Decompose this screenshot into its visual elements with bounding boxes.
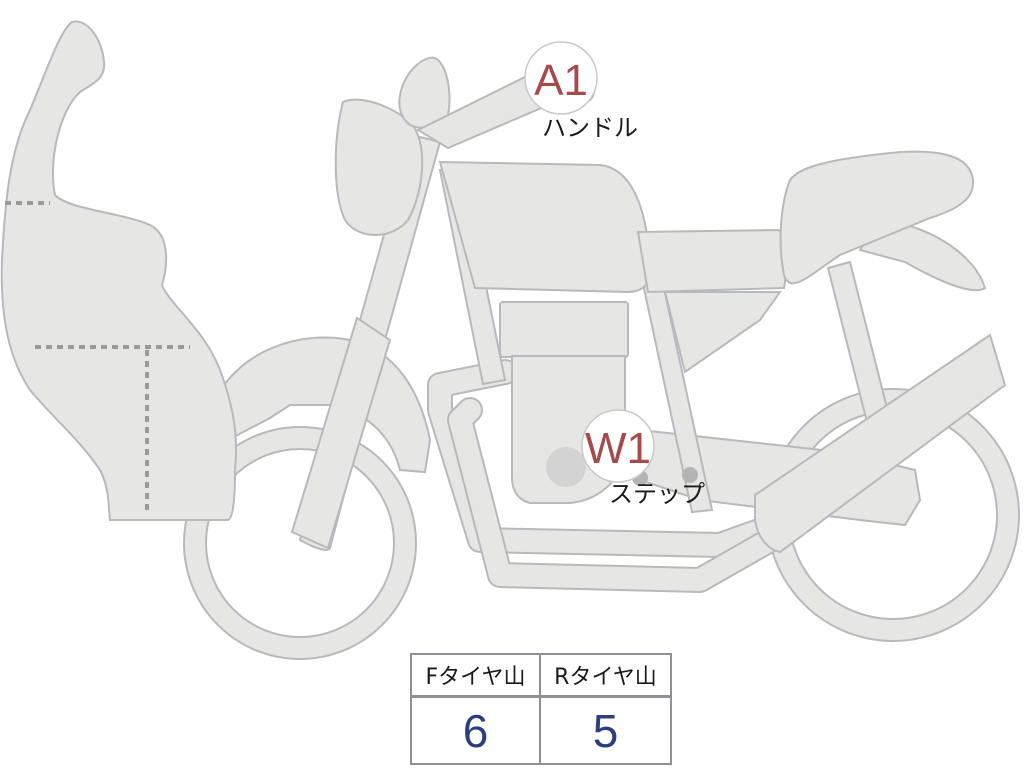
tail-fin xyxy=(858,218,987,292)
front-cowl xyxy=(0,20,238,521)
marker-handlebar[interactable]: A1 ハンドル xyxy=(524,41,638,142)
fuel-tank xyxy=(438,160,652,294)
rear-tire-value: 5 xyxy=(592,704,619,757)
exhaust-pipes xyxy=(427,359,803,593)
tire-tread-table: Fタイヤ山 Rタイヤ山 6 5 xyxy=(410,653,672,765)
rear-seat xyxy=(779,150,975,285)
seat-front xyxy=(636,228,787,294)
marker-circle xyxy=(581,409,655,483)
foot-peg xyxy=(682,467,698,483)
fork-guard xyxy=(290,316,392,550)
marker-label: ステップ xyxy=(609,480,705,508)
rear-tire-header: Rタイヤ山 xyxy=(541,655,670,698)
rear-shock xyxy=(754,333,1007,554)
headlight xyxy=(334,98,424,236)
marker-label: ハンドル xyxy=(542,114,638,142)
marker-step[interactable]: W1 ステップ xyxy=(581,409,705,508)
front-wheel xyxy=(183,426,417,660)
marker-code: W1 xyxy=(585,424,651,473)
marker-code: A1 xyxy=(534,56,588,105)
marker-circle xyxy=(524,41,598,115)
front-tire-header: Fタイヤ山 xyxy=(412,655,541,698)
side-cover xyxy=(663,291,782,374)
front-tire-value: 6 xyxy=(412,698,541,763)
